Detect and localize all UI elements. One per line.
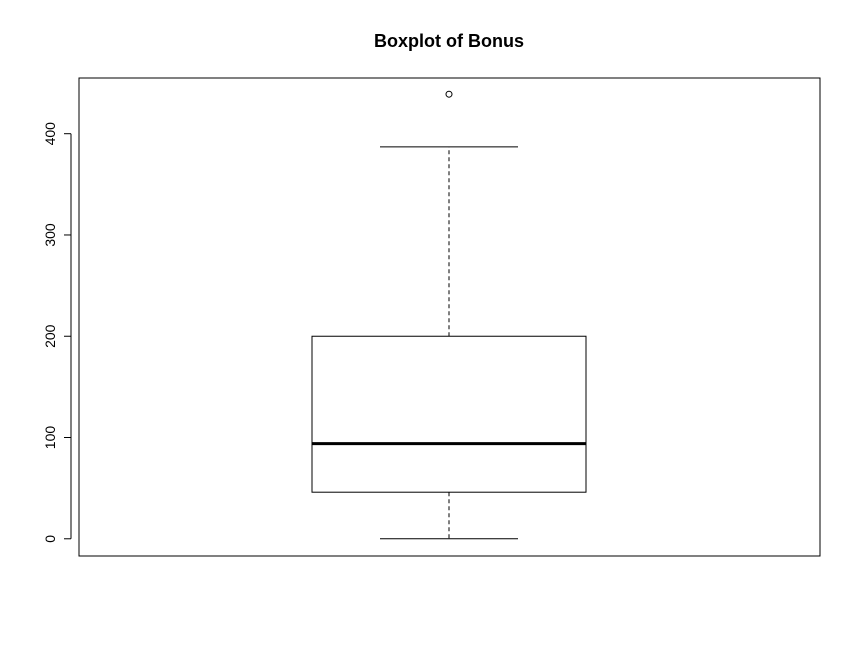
y-tick-label: 100 [42,426,58,450]
y-tick-label: 300 [42,223,58,247]
y-tick-label: 400 [42,122,58,146]
chart-title: Boxplot of Bonus [374,31,524,51]
y-tick-label: 0 [42,535,58,543]
y-axis: 0 100 200 300 400 [42,122,72,543]
outlier-point [445,90,453,98]
plot-frame [78,77,821,557]
y-tick-label: 200 [42,324,58,348]
interquartile-box [311,335,587,493]
box-group [311,90,587,540]
